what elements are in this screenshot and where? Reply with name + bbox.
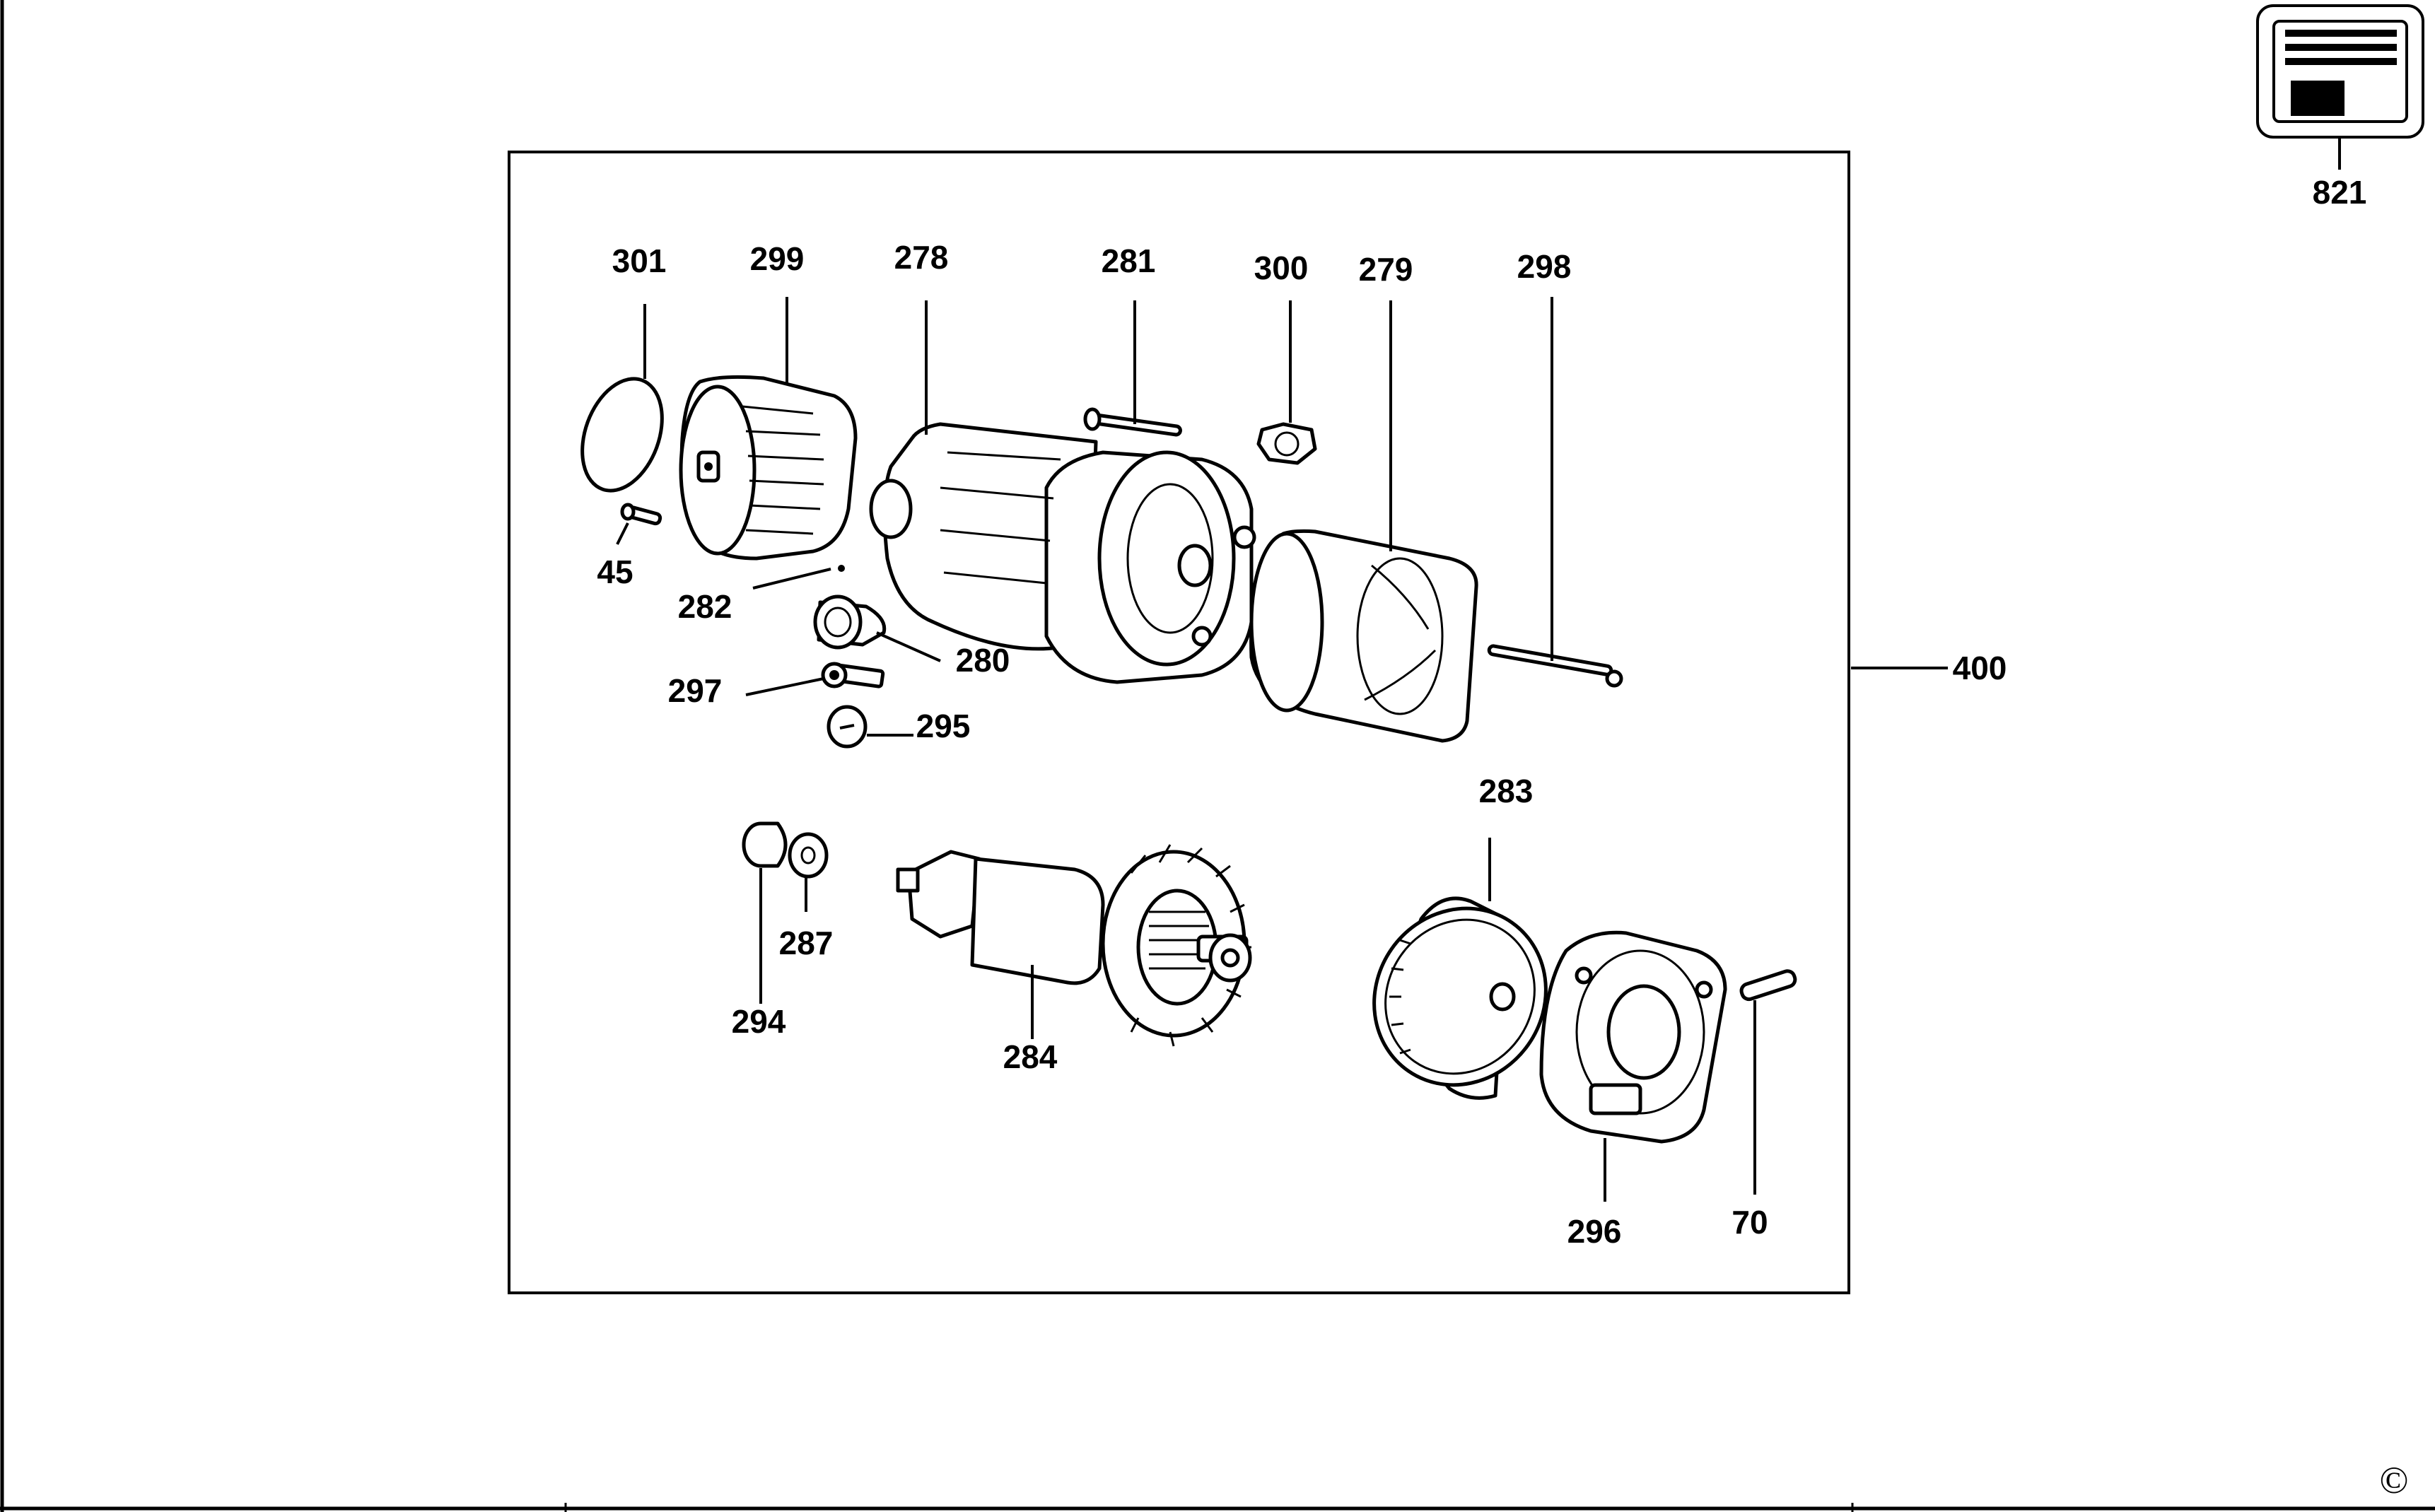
callout-297: 297 [668, 672, 723, 709]
gasket-part-301 [580, 377, 664, 493]
motor-housing-part-278 [869, 422, 1256, 684]
end-cap-part-299 [679, 375, 858, 561]
callout-279: 279 [1359, 251, 1413, 288]
callout-296: 296 [1567, 1213, 1622, 1250]
baffle-part-283 [1372, 896, 1548, 1100]
callout-299: 299 [750, 240, 805, 277]
screw-part-298 [1487, 644, 1623, 688]
pin-part-70 [1739, 969, 1797, 1002]
screw-part-281 [1083, 407, 1182, 437]
callout-278: 278 [894, 239, 949, 276]
brush-disc-part-295 [827, 705, 868, 749]
callout-283: 283 [1479, 773, 1534, 809]
armature-part-284 [896, 844, 1252, 1047]
callout-300: 300 [1254, 250, 1309, 286]
callout-298: 298 [1517, 248, 1572, 285]
copyright-mark: © [2379, 1459, 2408, 1501]
assembly-frame [508, 151, 1850, 1294]
callout-295: 295 [916, 708, 971, 744]
callout-45: 45 [597, 553, 633, 590]
kit-box-icon [2256, 4, 2424, 139]
callout-821: 821 [2313, 174, 2367, 211]
stator-part-279 [1249, 529, 1478, 743]
screw-part-45 [620, 503, 662, 526]
washer-part-287 [788, 832, 829, 879]
callout-284: 284 [1003, 1038, 1058, 1075]
callout-400: 400 [1953, 650, 2007, 686]
callout-301: 301 [612, 242, 667, 279]
bearing-part-294 [742, 821, 788, 868]
callout-294: 294 [732, 1003, 786, 1040]
nut-part-300 [1256, 422, 1317, 465]
callout-282: 282 [678, 588, 732, 625]
carbon-brush-part-297 [821, 662, 885, 688]
callout-287: 287 [779, 925, 834, 961]
brush-cap-part-280 [813, 594, 887, 650]
callout-70: 70 [1732, 1204, 1768, 1241]
callout-280: 280 [956, 642, 1010, 679]
end-bracket-part-296 [1539, 930, 1727, 1144]
callout-281: 281 [1102, 242, 1156, 279]
